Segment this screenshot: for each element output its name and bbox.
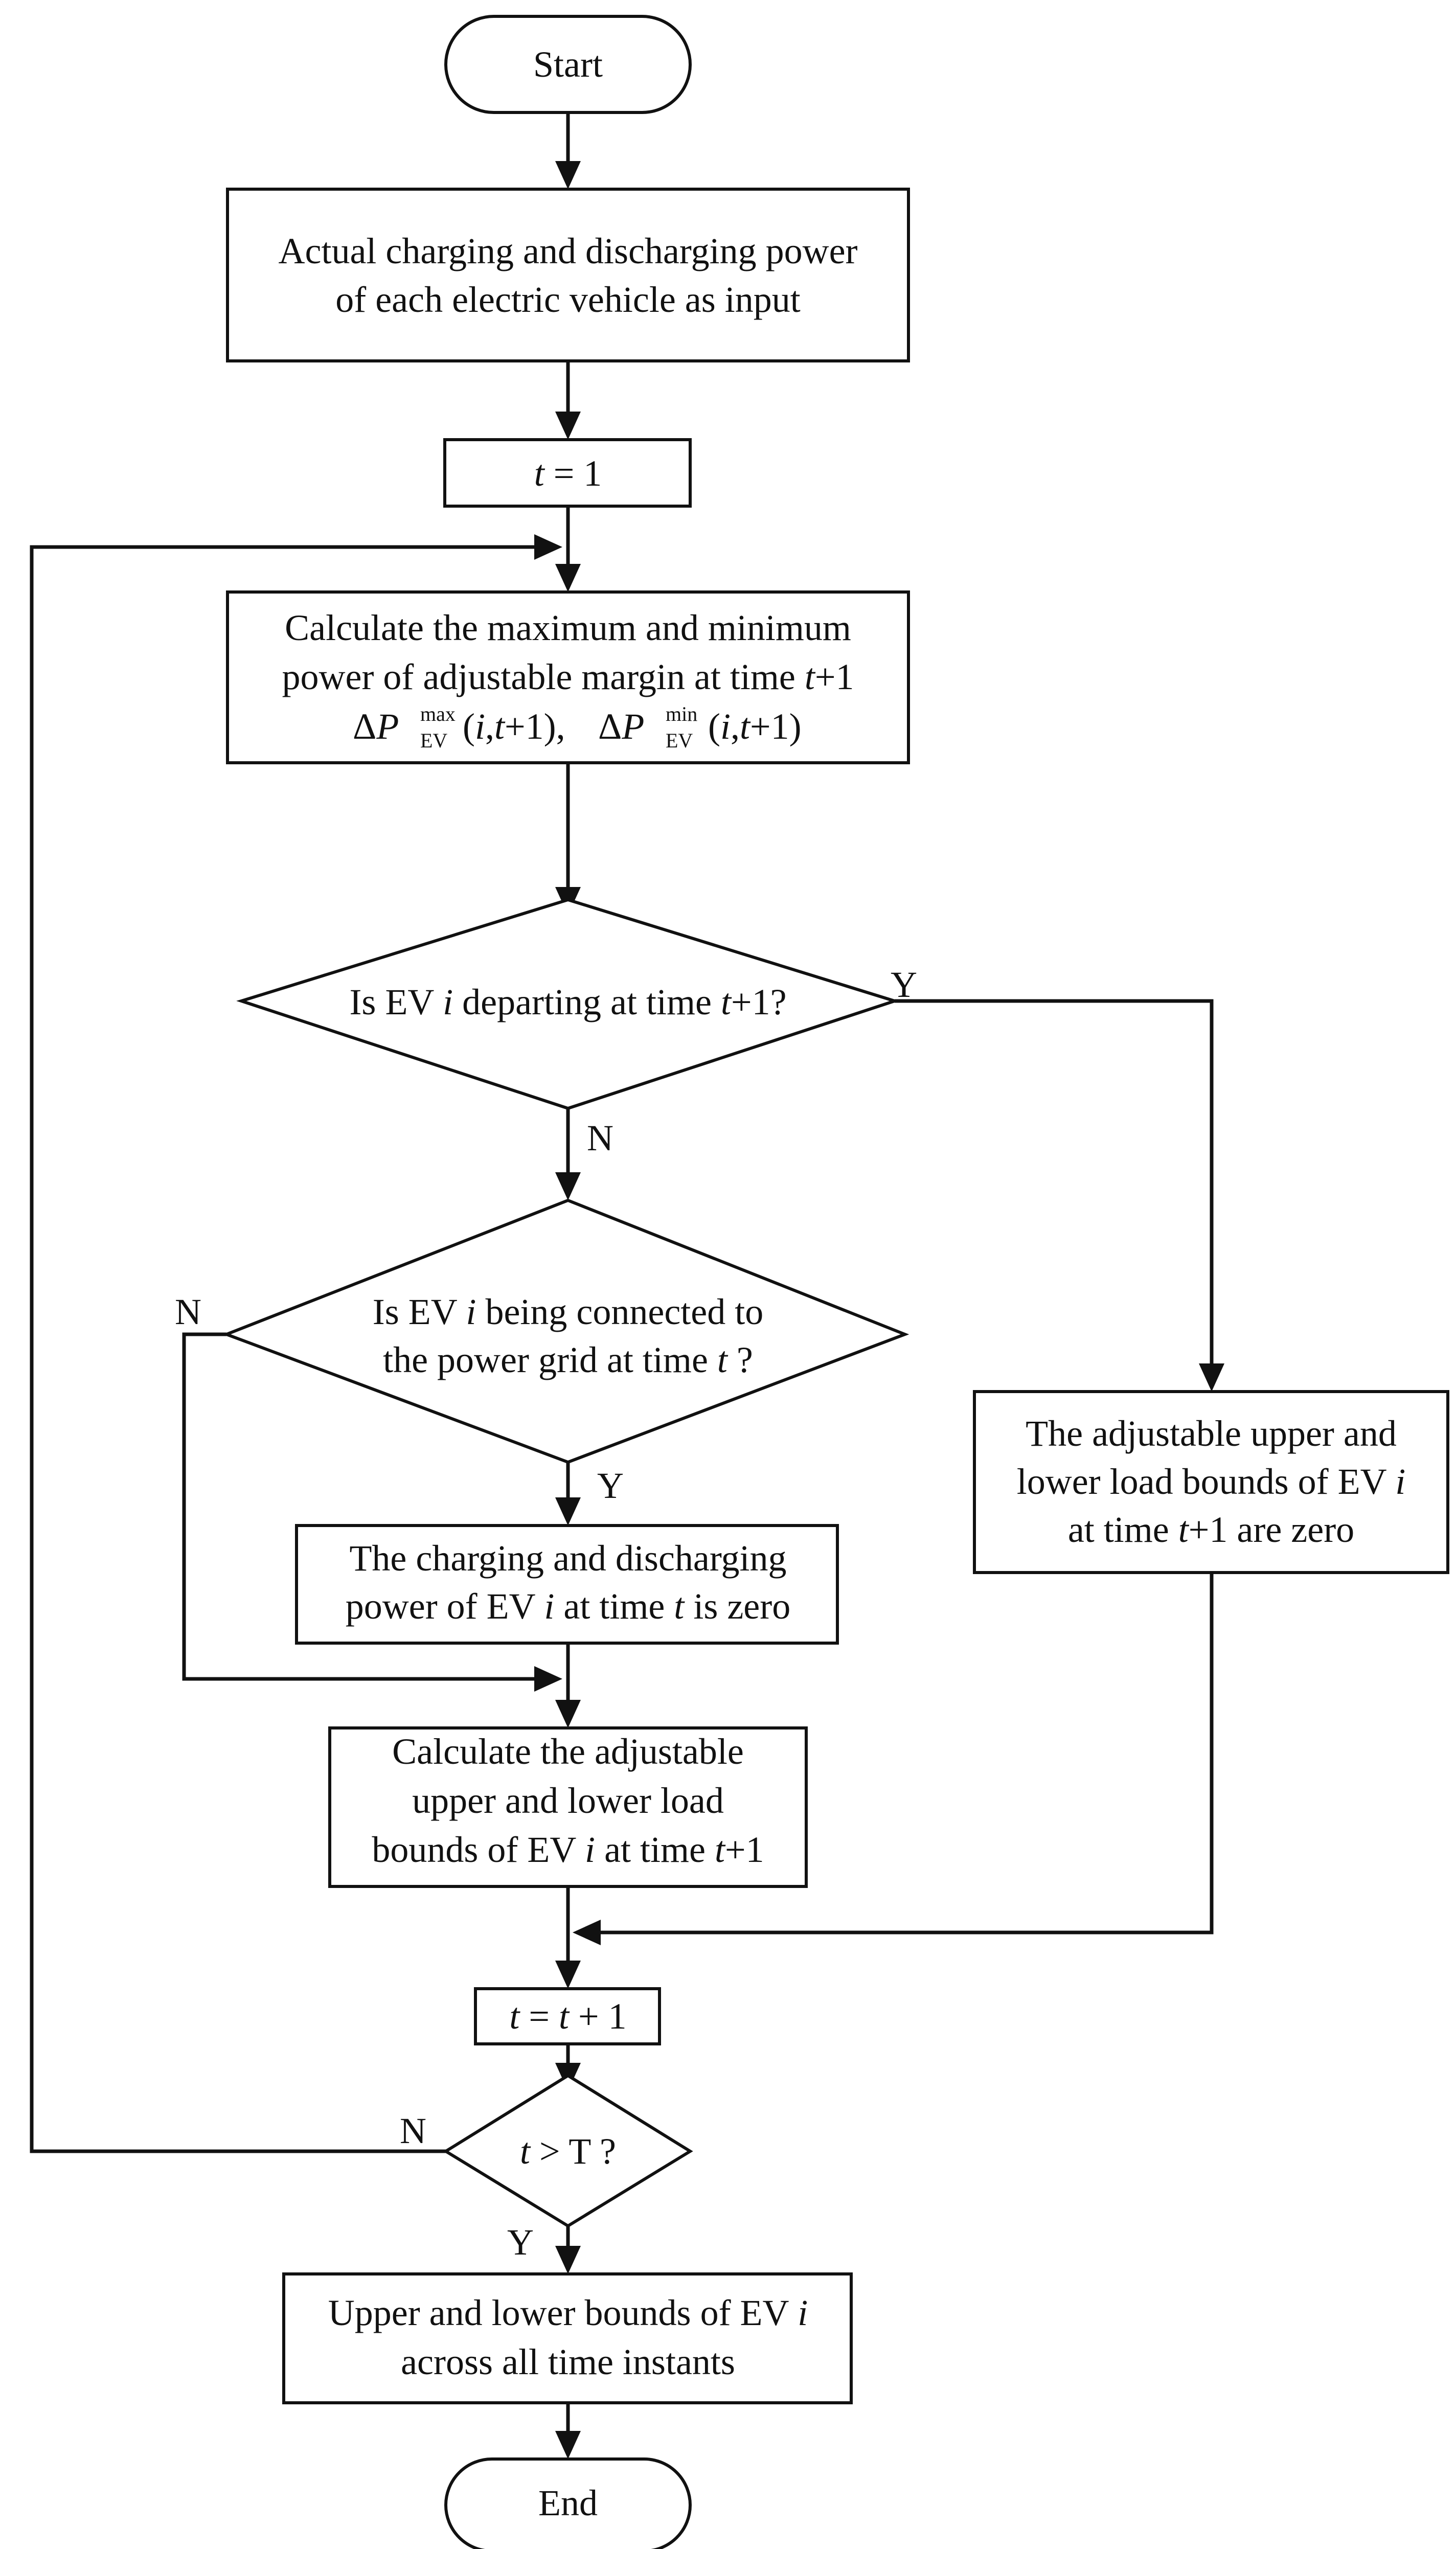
bounds-zero-line2: lower load bounds of EV i — [1017, 1461, 1406, 1502]
init-box — [443, 438, 692, 508]
calc-margin-line2: power of adjustable margin at time t+1 — [282, 656, 854, 697]
input-box — [226, 188, 910, 362]
formula-sup-min: min — [666, 702, 697, 725]
init-label: t = 1 — [534, 453, 602, 494]
calc-margin-process: Calculate the maximum and minimum power … — [226, 590, 910, 764]
arrowhead — [534, 1666, 562, 1692]
start-shape — [444, 15, 692, 114]
bounds-zero-line1: The adjustable upper and — [1026, 1413, 1397, 1454]
input-process: Actual charging and discharging power of… — [226, 188, 910, 362]
margin-formula: ΔP max EV (i,t+1), ΔP min EV (i,t+1) — [353, 702, 802, 752]
output-line2: across all time instants — [401, 2341, 735, 2382]
arrowhead — [555, 1700, 581, 1728]
calc-bounds-line3: bounds of EV i at time t+1 — [372, 1829, 764, 1870]
increment-process: t = t + 1 — [474, 1987, 661, 2045]
check-decision: t > T ? N Y — [400, 2074, 693, 2263]
zero-power-process: The charging and discharging power of EV… — [295, 1524, 839, 1645]
arrowhead — [555, 412, 581, 440]
departing-question: Is EV i departing at time t+1? — [349, 982, 786, 1022]
arrow-connected-no — [182, 1332, 537, 1681]
zero-power-line2: power of EV i at time t is zero — [346, 1586, 790, 1627]
formula-sub-ev-min: EV — [666, 729, 693, 752]
arrowhead — [555, 161, 581, 189]
formula-args-min: (i,t+1) — [708, 706, 802, 747]
arrowhead — [1199, 1363, 1224, 1392]
departing-diamond — [236, 898, 900, 1110]
end-shape — [444, 2457, 692, 2549]
calc-bounds-box — [328, 1726, 808, 1888]
connected-decision: Is EV i being connected to the power gri… — [175, 1198, 909, 1506]
departing-decision: Is EV i departing at time t+1? Y N — [236, 898, 917, 1158]
check-no-label: N — [400, 2110, 426, 2151]
departing-yes-label: Y — [891, 964, 917, 1005]
connected-line2: the power grid at time t ? — [383, 1339, 753, 1380]
zero-power-box — [295, 1524, 839, 1645]
arrowhead — [555, 1497, 581, 1526]
departing-no-label: N — [587, 1118, 613, 1158]
formula-args-max: (i,t+1), — [463, 706, 565, 747]
connected-line1: Is EV i being connected to — [373, 1291, 763, 1332]
increment-box — [474, 1987, 661, 2045]
calc-bounds-line2: upper and lower load — [412, 1780, 724, 1821]
calc-bounds-process: Calculate the adjustable upper and lower… — [328, 1726, 808, 1888]
arrowhead — [555, 1172, 581, 1200]
input-line2: of each electric vehicle as input — [335, 279, 801, 320]
input-line1: Actual charging and discharging power — [278, 231, 857, 271]
output-process: Upper and lower bounds of EV i across al… — [282, 2272, 853, 2404]
check-diamond — [443, 2074, 693, 2228]
check-yes-label: Y — [507, 2222, 534, 2263]
arrowheads — [534, 161, 1224, 2459]
bounds-zero-box — [973, 1390, 1449, 1574]
init-process: t = 1 — [443, 438, 692, 508]
connected-yes-label: Y — [597, 1465, 624, 1506]
bounds-zero-process: The adjustable upper and lower load boun… — [973, 1390, 1449, 1574]
arrowhead — [555, 564, 581, 592]
start-terminal: Start — [444, 15, 692, 114]
arrowhead — [555, 2431, 581, 2459]
connectors — [30, 112, 1214, 2433]
start-label: Start — [533, 44, 603, 85]
connected-no-label: N — [175, 1291, 201, 1332]
connected-diamond — [222, 1198, 909, 1464]
calc-bounds-line1: Calculate the adjustable — [392, 1731, 744, 1772]
formula-delta-max: ΔP — [353, 706, 399, 747]
arrowhead — [555, 1961, 581, 1989]
arrowhead — [573, 1920, 601, 1945]
calc-margin-box — [226, 590, 910, 764]
end-label: End — [538, 2483, 598, 2523]
increment-label: t = t + 1 — [509, 1996, 626, 2037]
end-terminal: End — [444, 2457, 692, 2549]
bounds-zero-line3: at time t+1 are zero — [1068, 1509, 1354, 1550]
formula-delta-min: ΔP — [598, 706, 644, 747]
check-question: t > T ? — [520, 2131, 616, 2172]
arrow-right-branch-merge — [598, 1573, 1214, 1934]
output-box — [282, 2272, 853, 2404]
arrow-departing-yes — [895, 999, 1214, 1366]
arrowhead — [555, 2246, 581, 2274]
calc-margin-line1: Calculate the maximum and minimum — [285, 607, 851, 648]
arrowhead-loop — [534, 534, 562, 560]
formula-sup-max: max — [420, 702, 456, 725]
output-line1: Upper and lower bounds of EV i — [328, 2292, 808, 2333]
arrow-check-no-loop — [30, 545, 537, 2153]
zero-power-line1: The charging and discharging — [349, 1538, 786, 1579]
formula-sub-ev-max: EV — [420, 729, 447, 752]
